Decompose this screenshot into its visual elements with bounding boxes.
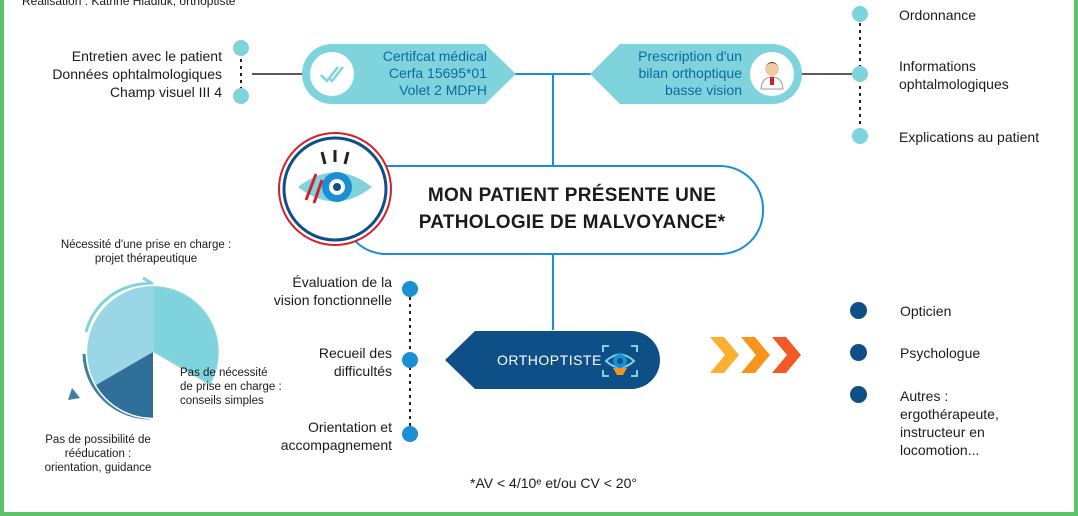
left-top-list: Entretien avec le patient Données ophtal… bbox=[20, 47, 222, 101]
doctor-icon bbox=[760, 62, 784, 90]
cycle-right-line: de prise en charge : bbox=[180, 381, 282, 393]
mid-left-line: vision fonctionnelle bbox=[273, 292, 392, 308]
center-title-line: MON PATIENT PRÉSENTE UNE bbox=[427, 185, 717, 206]
right-bottom-item-opticien: Opticien bbox=[900, 303, 952, 319]
dot bbox=[850, 344, 867, 361]
autres-line: instructeur en bbox=[900, 424, 985, 440]
prescription-text: Prescription d'un bilan orthoptique bass… bbox=[602, 48, 742, 99]
check-icon bbox=[320, 66, 344, 83]
dot bbox=[850, 302, 867, 319]
right-bottom-item-autres: Autres : ergothérapeute, instructeur en … bbox=[900, 387, 999, 459]
certificat-text: Certifcat médical Cerfa 15695*01 Volet 2… bbox=[345, 48, 487, 99]
dot bbox=[402, 352, 418, 368]
prescription-line: Prescription d'un bbox=[638, 48, 742, 64]
autres-line: Autres : bbox=[900, 388, 949, 404]
prescription-line: bilan orthoptique bbox=[638, 65, 742, 81]
cycle-top-line: Nécessité d'une prise en charge : bbox=[60, 239, 232, 251]
mid-left-item: Recueil des difficultés bbox=[232, 344, 392, 380]
eye-screen-icon bbox=[602, 345, 638, 377]
mid-left-line: accompagnement bbox=[280, 437, 392, 453]
cycle-bottom-label: Pas de possibilité de rééducation : orie… bbox=[28, 433, 168, 475]
dot bbox=[402, 281, 418, 297]
right-top-item-informations: Informations ophtalmologiques bbox=[899, 58, 1009, 92]
right-top-item-explications: Explications au patient bbox=[899, 129, 1040, 145]
cycle-bottom-line: orientation, guidance bbox=[44, 462, 152, 474]
certificat-line: Volet 2 MDPH bbox=[399, 82, 487, 98]
dot bbox=[402, 426, 418, 442]
credit-text: Réalisation : Katrine Hladiuk, orthoptis… bbox=[22, 0, 236, 8]
autres-line: ergothérapeute, bbox=[900, 406, 999, 422]
orthoptiste-label: ORTHOPTISTE bbox=[497, 352, 602, 368]
mid-left-item: Orientation et accompagnement bbox=[232, 418, 392, 454]
certificat-line: Certifcat médical bbox=[382, 48, 487, 64]
autres-line: locomotion... bbox=[900, 442, 980, 458]
mid-left-line: difficultés bbox=[333, 363, 392, 379]
dot bbox=[850, 386, 867, 403]
cycle-top-label: Nécessité d'une prise en charge : projet… bbox=[40, 238, 252, 266]
cycle-bottom-line: Pas de possibilité de bbox=[45, 434, 151, 446]
left-top-item: Données ophtalmologiques bbox=[52, 66, 222, 82]
mid-left-line: Évaluation de la bbox=[292, 274, 392, 290]
left-top-item: Champ visuel III 4 bbox=[109, 84, 222, 100]
right-bottom-item-psychologue: Psychologue bbox=[900, 345, 981, 361]
eye-icon bbox=[278, 132, 392, 246]
certificat-line: Cerfa 15695*01 bbox=[388, 65, 487, 81]
dot bbox=[852, 66, 868, 82]
cycle-top-line: projet thérapeutique bbox=[94, 253, 198, 265]
mid-left-line: Orientation et bbox=[307, 419, 392, 435]
dot bbox=[233, 88, 249, 104]
center-title-line: PATHOLOGIE DE MALVOYANCE* bbox=[418, 212, 726, 233]
mid-left-line: Recueil des bbox=[318, 345, 392, 361]
dot bbox=[233, 40, 249, 56]
left-top-item: Entretien avec le patient bbox=[71, 48, 222, 64]
cycle-right-label: Pas de nécessité de prise en charge : co… bbox=[180, 366, 298, 408]
right-top-item-ordonnance: Ordonnance bbox=[899, 7, 977, 23]
center-pill bbox=[342, 165, 764, 255]
cycle-right-line: Pas de nécessité bbox=[180, 367, 268, 379]
cycle-right-line: conseils simples bbox=[180, 395, 264, 407]
chevron-arrows-icon bbox=[710, 337, 801, 373]
dot bbox=[852, 6, 868, 22]
dot bbox=[852, 128, 868, 144]
cycle-bottom-line: rééducation : bbox=[64, 448, 132, 460]
mid-left-item: Évaluation de la vision fonctionnelle bbox=[232, 273, 392, 309]
cycle-pie bbox=[68, 276, 221, 420]
prescription-line: basse vision bbox=[664, 82, 742, 98]
footnote: *AV < 4/10ᵉ et/ou CV < 20° bbox=[470, 475, 637, 491]
center-title: MON PATIENT PRÉSENTE UNE PATHOLOGIE DE M… bbox=[392, 182, 752, 236]
